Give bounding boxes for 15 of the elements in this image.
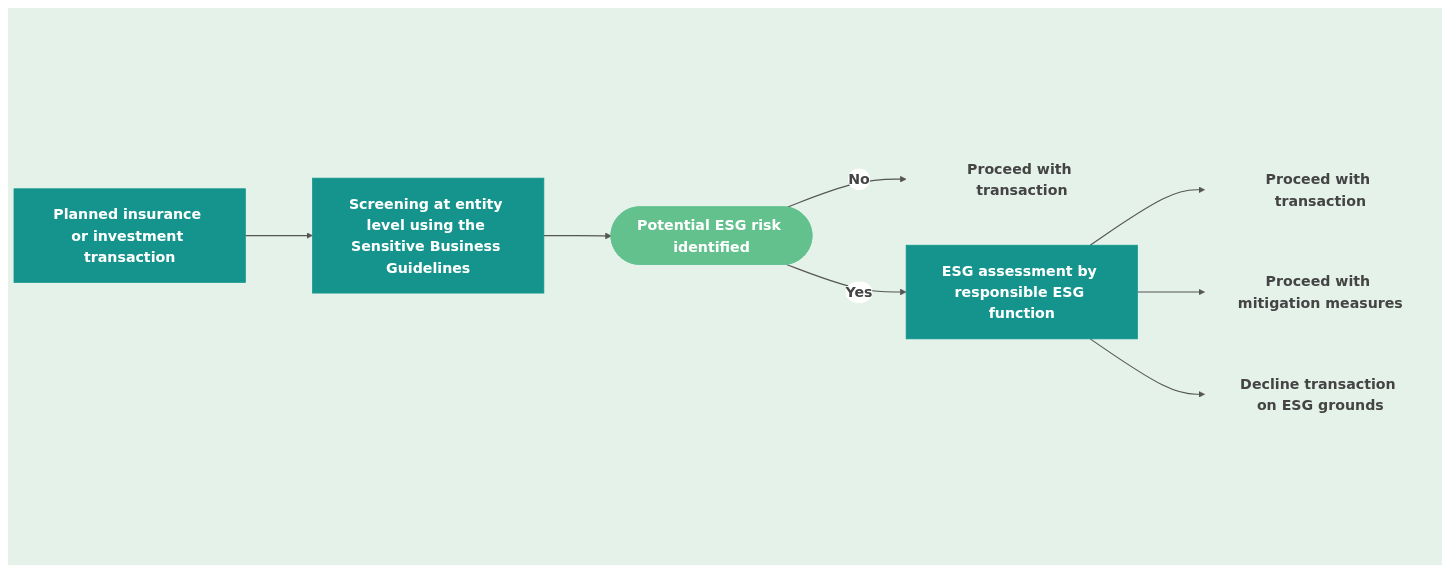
node-text: Proceed with transaction: [1265, 170, 1371, 209]
node-text: Proceed with mitigation measures: [1237, 272, 1403, 311]
arrow: [1089, 338, 1205, 398]
node-box: Screening at entity level using the Sensitive Business Guidelines: [312, 177, 545, 294]
node-box: Planned insurance or investment transaction: [13, 188, 246, 283]
arrow: [543, 232, 612, 239]
node-text: Decline transaction on ESG grounds: [1240, 375, 1396, 413]
arrow: [244, 232, 313, 239]
edge-label: Yes: [845, 283, 873, 300]
arrow: [786, 175, 907, 208]
edge-label: No: [848, 170, 870, 187]
node-text: Proceed with transaction: [967, 159, 1072, 198]
node-box: ESG assessment by responsible ESG function: [905, 244, 1138, 339]
arrow: [1136, 288, 1205, 296]
arrow: [1089, 186, 1205, 246]
